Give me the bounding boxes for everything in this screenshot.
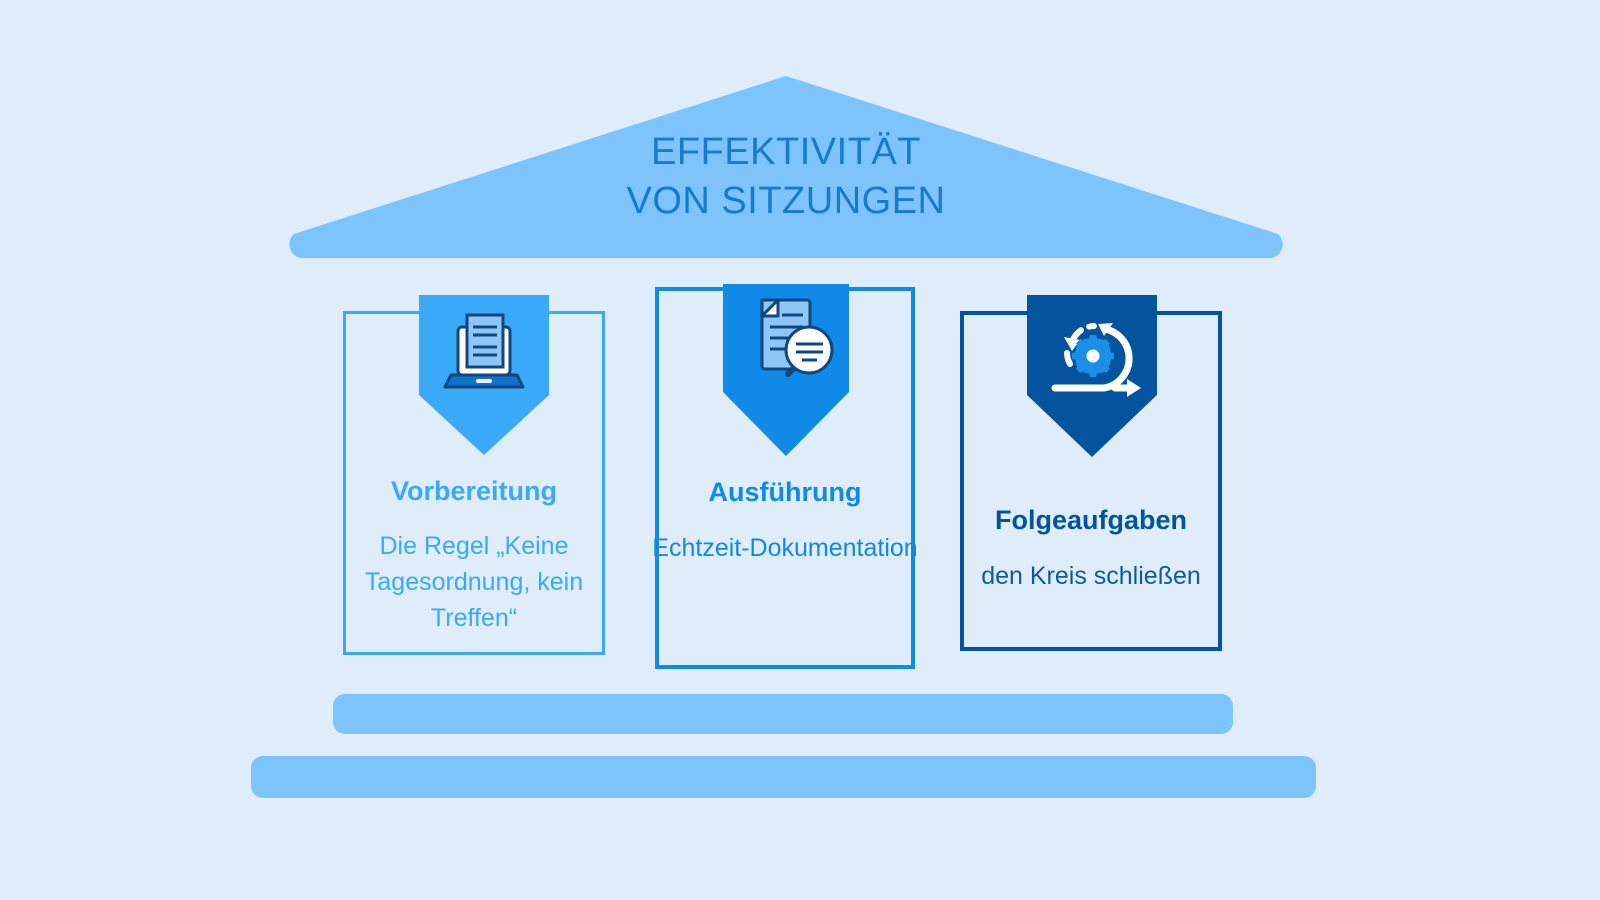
column-title-vorbereitung: Vorbereitung bbox=[390, 476, 557, 506]
roof-shape-icon bbox=[289, 76, 1283, 258]
banner-vorbereitung bbox=[419, 295, 549, 455]
banner-shape-icon bbox=[419, 295, 549, 455]
column-text-vorbereitung: Die Regel „Keine Tagesordnung, kein Tref… bbox=[364, 532, 584, 632]
column-title-ausfuehrung: Ausführung bbox=[708, 477, 862, 507]
base-step-lower bbox=[251, 756, 1316, 798]
banner-shape-icon bbox=[1027, 295, 1157, 457]
roof-pediment bbox=[286, 76, 1286, 258]
base-step-upper bbox=[333, 694, 1233, 734]
page-title-line-2: VON SITZUNGEN bbox=[626, 180, 946, 222]
banner-shape-icon bbox=[723, 284, 849, 456]
column-text-ausfuehrung: Echtzeit-Dokumentation bbox=[652, 534, 918, 562]
column-text-folgeaufgaben: den Kreis schließen bbox=[981, 562, 1201, 590]
banner-folgeaufgaben bbox=[1027, 295, 1157, 457]
column-title-folgeaufgaben: Folgeaufgaben bbox=[994, 505, 1187, 535]
banner-ausfuehrung bbox=[723, 284, 849, 456]
page-title: EFFEKTIVITÄT VON SITZUNGEN bbox=[286, 128, 1286, 226]
page-title-line-1: EFFEKTIVITÄT bbox=[651, 131, 921, 173]
